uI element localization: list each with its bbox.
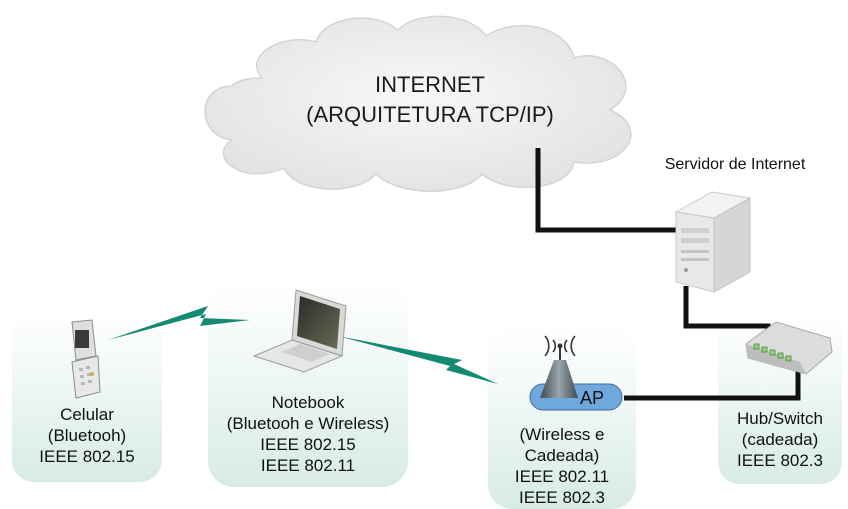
ap-badge-text: AP: [580, 388, 604, 408]
cable-cloud-server: [535, 148, 676, 233]
internet-title: INTERNET: [375, 72, 485, 97]
access-point-icon: [529, 335, 623, 411]
internet-cloud: [204, 15, 632, 192]
internet-subtitle: (ARQUITETURA TCP/IP): [306, 102, 554, 127]
cellphone-icon: [71, 319, 101, 399]
server-label: Servidor de Internet: [664, 156, 806, 173]
phone-panel: [12, 310, 162, 482]
hub-label: Hub/Switch (cadeada) IEEE 802.3: [736, 409, 823, 470]
signal-icon: [544, 335, 576, 357]
ap-label: (Wireless e Cadeada) IEEE 802.11 IEEE 80…: [514, 425, 610, 507]
cable-server-hub: [683, 286, 771, 334]
internet-label: INTERNET (ARQUITETURA TCP/IP): [270, 70, 590, 130]
notebook-icon: [252, 289, 347, 373]
notebook-panel: [208, 283, 408, 487]
server-icon: [674, 191, 752, 293]
phone-label: Celular (Bluetooh) IEEE 802.15: [39, 405, 135, 466]
wireless-link-phone-notebook: [108, 306, 250, 340]
ap-panel: [488, 325, 636, 509]
hub-switch-icon: [745, 321, 833, 375]
notebook-label: Notebook (Bluetooh e Wireless) IEEE 802.…: [226, 393, 390, 475]
wireless-link-notebook-ap: [338, 336, 498, 384]
